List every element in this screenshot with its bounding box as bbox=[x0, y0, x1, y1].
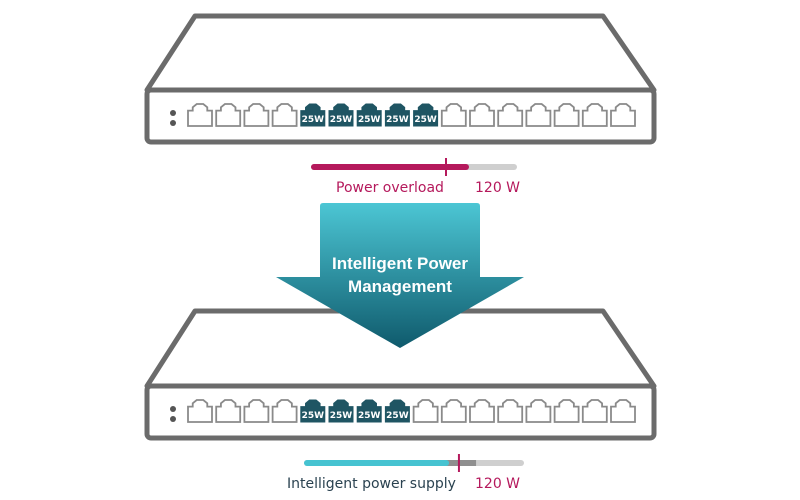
arrow-label-line2: Management bbox=[348, 277, 452, 296]
ethernet-port-icon bbox=[243, 103, 270, 127]
bottom-port-empty bbox=[525, 399, 552, 423]
poe-port-icon bbox=[328, 103, 354, 127]
ethernet-port-icon bbox=[469, 103, 495, 127]
top-port-empty bbox=[440, 103, 467, 127]
top-power-meter bbox=[311, 158, 517, 176]
arrow-label-line1: Intelligent Power bbox=[331, 254, 469, 273]
poe-port-icon bbox=[300, 103, 326, 127]
ethernet-port-icon bbox=[497, 103, 524, 127]
bottom-port-empty bbox=[215, 399, 242, 423]
ethernet-port-icon bbox=[412, 399, 439, 423]
port-power-label: 25W bbox=[330, 411, 353, 421]
bottom-meter-limit: 120 W bbox=[475, 476, 521, 492]
ethernet-port-icon bbox=[497, 399, 524, 423]
top-switch-body-top bbox=[144, 13, 657, 93]
poe-port-icon bbox=[384, 399, 410, 423]
ethernet-port-icon bbox=[271, 103, 298, 127]
bottom-port-poe: 25W bbox=[328, 399, 354, 423]
port-power-label: 25W bbox=[386, 411, 409, 421]
top-port-empty bbox=[553, 103, 580, 127]
bottom-port-poe: 25W bbox=[356, 399, 382, 423]
top-port-empty bbox=[610, 103, 636, 127]
top-port-poe: 25W bbox=[356, 103, 382, 127]
port-power-label: 25W bbox=[358, 411, 381, 421]
bottom-port-poe: 25W bbox=[384, 399, 410, 423]
ethernet-port-icon bbox=[525, 103, 552, 127]
bottom-port-empty bbox=[497, 399, 524, 423]
top-port-poe: 25W bbox=[328, 103, 354, 127]
top-port-empty bbox=[497, 103, 524, 127]
top-meter-label: Power overload bbox=[336, 180, 444, 196]
bottom-switch-ports: 25W 25W 25W 25W bbox=[187, 399, 636, 423]
top-port-empty bbox=[243, 103, 270, 127]
port-power-label: 25W bbox=[414, 115, 437, 125]
bottom-switch-led-icon bbox=[170, 416, 176, 422]
ethernet-port-icon bbox=[553, 103, 580, 127]
ethernet-port-icon bbox=[243, 399, 270, 423]
ethernet-port-icon bbox=[525, 399, 552, 423]
poe-port-icon bbox=[300, 399, 326, 423]
poe-port-icon bbox=[384, 103, 410, 127]
bottom-port-empty bbox=[243, 399, 270, 423]
ethernet-port-icon bbox=[469, 399, 495, 423]
top-port-empty bbox=[469, 103, 495, 127]
top-port-empty bbox=[581, 103, 608, 127]
poe-port-icon bbox=[356, 399, 382, 423]
bottom-port-empty bbox=[469, 399, 495, 423]
top-meter-limit: 120 W bbox=[475, 180, 521, 196]
bottom-port-empty bbox=[553, 399, 580, 423]
port-power-label: 25W bbox=[302, 115, 325, 125]
poe-port-icon bbox=[413, 103, 439, 127]
bottom-port-empty bbox=[271, 399, 298, 423]
top-port-poe: 25W bbox=[384, 103, 410, 127]
bottom-port-empty bbox=[187, 399, 213, 423]
ethernet-port-icon bbox=[271, 399, 298, 423]
port-power-label: 25W bbox=[330, 115, 353, 125]
top-switch-led-icon bbox=[170, 120, 176, 126]
ethernet-port-icon bbox=[440, 399, 467, 423]
ethernet-port-icon bbox=[610, 399, 636, 423]
ethernet-port-icon bbox=[581, 399, 608, 423]
top-switch: 25W 25W 25W 25W 25W bbox=[144, 13, 657, 145]
top-port-empty bbox=[215, 103, 242, 127]
ethernet-port-icon bbox=[215, 103, 242, 127]
poe-port-icon bbox=[356, 103, 382, 127]
bottom-port-poe: 25W bbox=[300, 399, 326, 423]
bottom-switch-led-icon bbox=[170, 406, 176, 412]
top-switch-led-icon bbox=[170, 110, 176, 116]
down-arrow-icon bbox=[276, 203, 524, 348]
top-port-empty bbox=[187, 103, 213, 127]
ethernet-port-icon bbox=[440, 103, 467, 127]
top-switch-ports: 25W 25W 25W 25W 25W bbox=[187, 103, 636, 127]
ethernet-port-icon bbox=[581, 103, 608, 127]
top-port-empty bbox=[525, 103, 552, 127]
top-port-empty bbox=[271, 103, 298, 127]
bottom-port-empty bbox=[581, 399, 608, 423]
port-power-label: 25W bbox=[386, 115, 409, 125]
top-port-poe: 25W bbox=[300, 103, 326, 127]
bottom-port-empty bbox=[440, 399, 467, 423]
port-power-label: 25W bbox=[302, 411, 325, 421]
ethernet-port-icon bbox=[215, 399, 242, 423]
ethernet-port-icon bbox=[187, 399, 213, 423]
bottom-switch: 25W 25W 25W 25W bbox=[144, 308, 657, 441]
bottom-port-empty bbox=[412, 399, 439, 423]
ethernet-port-icon bbox=[610, 103, 636, 127]
bottom-power-meter bbox=[304, 454, 524, 472]
ethernet-port-icon bbox=[553, 399, 580, 423]
ethernet-port-icon bbox=[187, 103, 213, 127]
bottom-meter-label: Intelligent power supply bbox=[287, 476, 456, 492]
bottom-port-empty bbox=[610, 399, 636, 423]
poe-port-icon bbox=[328, 399, 354, 423]
top-port-poe: 25W bbox=[413, 103, 439, 127]
port-power-label: 25W bbox=[358, 115, 381, 125]
